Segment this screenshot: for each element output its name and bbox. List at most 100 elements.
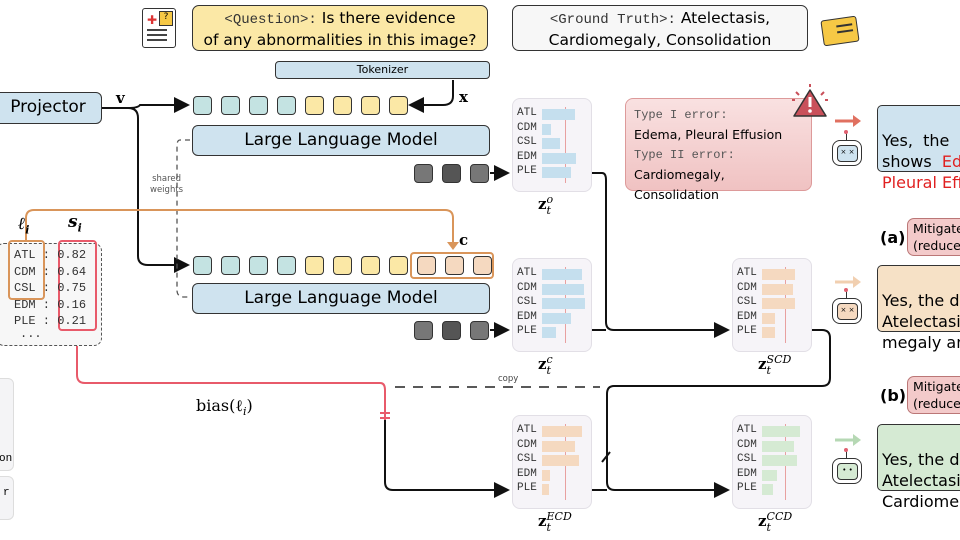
panel-row-label: EDM xyxy=(737,467,757,480)
token xyxy=(277,96,296,115)
ground-truth-box: <Ground Truth>: Atelectasis, Cardiomegal… xyxy=(512,5,808,51)
bar xyxy=(542,455,580,466)
token xyxy=(305,96,324,115)
mitigate-a-line-2: (reduce xyxy=(913,238,960,253)
token xyxy=(221,96,240,115)
question-tag: <Question>: xyxy=(224,12,317,28)
panel-row-label: CSL xyxy=(737,453,757,465)
llm-block-1: Large Language Model xyxy=(192,125,490,156)
answer-top-line-3: Pleural Eff xyxy=(882,173,960,192)
bar xyxy=(762,269,795,280)
panel-row-label: ATL xyxy=(517,107,537,119)
bias-label: bias(ℓi) xyxy=(196,396,253,419)
token xyxy=(361,256,380,275)
panel-row-label: CDM xyxy=(737,438,757,451)
bar xyxy=(762,484,773,495)
output-token xyxy=(442,164,461,183)
left-cut-panel-1: on xyxy=(0,378,14,471)
s-i-symbol: si xyxy=(68,212,82,235)
left-cut-text-1: on xyxy=(0,453,13,465)
score-value: 0.64 xyxy=(57,264,87,279)
type1-label: Type I error: xyxy=(634,108,728,122)
type1-value: Edema, Pleural Effusion xyxy=(634,127,783,142)
panel-row-label: EDM xyxy=(517,150,537,163)
answer-top-line-2b: Ed xyxy=(941,152,960,171)
answer-bot-line-1: Yes, the d xyxy=(882,450,960,469)
panel-row-label: ATL xyxy=(737,267,757,279)
bar xyxy=(542,109,575,120)
panel-row-label: CSL xyxy=(517,296,537,308)
output-token xyxy=(470,164,489,183)
robot-icon: × × xyxy=(832,288,862,324)
bar xyxy=(542,327,557,338)
contrast-token-box xyxy=(410,252,494,279)
panel-row-label: CDM xyxy=(517,121,537,134)
mitigate-box-a: Mitigate(reduce xyxy=(907,218,960,256)
bar xyxy=(542,312,571,324)
answer-mid-line-2: Atelectasi xyxy=(882,312,960,331)
token xyxy=(333,256,352,275)
bar xyxy=(762,283,793,295)
copy-label: copy xyxy=(498,374,519,384)
score-ellipsis: ... xyxy=(20,327,42,341)
answer-top-line-1: Yes, the xyxy=(882,131,950,150)
panel-row-label: CSL xyxy=(737,296,757,308)
panel-row-label: PLE xyxy=(517,325,537,337)
score-label: ATL xyxy=(14,248,36,262)
type2-label: Type II error: xyxy=(634,148,735,162)
bar xyxy=(542,138,560,149)
bar xyxy=(762,327,776,338)
token xyxy=(249,256,268,275)
robot-icon: • • xyxy=(832,448,862,484)
token xyxy=(333,96,352,115)
score-row: CSL : 0.75 xyxy=(14,281,87,295)
tag-b: (b) xyxy=(880,386,907,405)
tag-a: (a) xyxy=(880,228,906,247)
left-cut-panel-2: r xyxy=(0,476,14,520)
token xyxy=(389,96,408,115)
question-text-1: Is there evidence xyxy=(321,9,456,27)
bar xyxy=(542,440,576,452)
symbol-c: c xyxy=(459,231,469,249)
score-value: 0.82 xyxy=(57,248,87,262)
bar xyxy=(542,469,550,481)
warning-icon xyxy=(792,84,828,117)
token xyxy=(389,256,408,275)
panel-row-label: ATL xyxy=(517,267,537,279)
score-list xyxy=(0,243,102,346)
document-pen-icon xyxy=(820,15,860,47)
token xyxy=(445,256,464,275)
bar xyxy=(542,269,583,280)
output-token xyxy=(470,321,489,340)
shared-weights-line-1: shared xyxy=(152,174,182,184)
bar xyxy=(762,426,801,437)
mitigate-b-line-1: Mitigate xyxy=(913,379,960,394)
panel-row-label: PLE xyxy=(517,165,537,177)
score-row: ATL : 0.82 xyxy=(14,248,87,262)
output-token xyxy=(414,321,433,340)
token xyxy=(277,256,296,275)
panel-row-label: PLE xyxy=(737,325,757,337)
l-i-symbol: ℓi xyxy=(18,214,30,237)
bar xyxy=(542,283,584,295)
ground-truth-tag: <Ground Truth>: xyxy=(549,12,676,28)
token xyxy=(473,256,492,275)
output-token xyxy=(442,321,461,340)
panel-row-label: CDM xyxy=(517,281,537,294)
shared-weights-line-2: weights xyxy=(150,185,184,195)
logit-panel-c: ATL CDM CSL EDM PLE xyxy=(512,258,592,352)
panel-row-label: EDM xyxy=(517,310,537,323)
score-label: CSL xyxy=(14,281,36,295)
answer-bot-line-2: Atelectasi xyxy=(882,471,960,490)
